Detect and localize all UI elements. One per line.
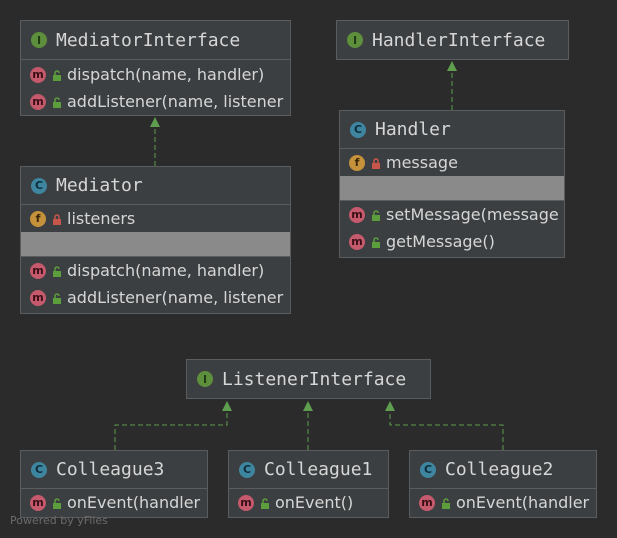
class-icon: C xyxy=(420,461,436,478)
field-name: message xyxy=(386,153,458,172)
node-header: C Colleague1 xyxy=(229,451,388,489)
node-title: Colleague1 xyxy=(264,459,373,480)
interface-icon: I xyxy=(31,32,47,48)
unlocked-icon xyxy=(372,236,380,248)
node-title: Colleague3 xyxy=(56,459,165,480)
class-icon: C xyxy=(31,177,47,194)
method-row: m addListener(name, listener xyxy=(21,88,290,115)
method-icon: m xyxy=(30,262,46,279)
method-icon: m xyxy=(30,289,46,306)
node-header: I HandlerInterface xyxy=(337,21,568,59)
locked-icon xyxy=(372,157,380,169)
class-icon: C xyxy=(350,121,366,138)
node-header: C Colleague3 xyxy=(21,451,207,489)
node-header: C Colleague2 xyxy=(410,451,596,489)
method-row: m addListener(name, listener xyxy=(21,284,290,311)
method-signature: addListener(name, listener xyxy=(67,92,284,111)
interface-icon: I xyxy=(197,371,213,387)
node-header: C Mediator xyxy=(21,167,290,205)
node-title: ListenerInterface xyxy=(222,368,407,390)
listener-interface-node[interactable]: I ListenerInterface xyxy=(186,359,431,399)
constructor-separator xyxy=(340,176,564,201)
method-signature: onEvent(handler xyxy=(67,493,201,512)
unlocked-icon xyxy=(53,292,61,304)
method-icon: m xyxy=(238,494,254,511)
method-signature: onEvent() xyxy=(275,493,354,512)
method-signature: addListener(name, listener xyxy=(67,288,284,307)
node-title: Mediator xyxy=(56,175,143,196)
method-icon: m xyxy=(349,233,365,250)
colleague2-class-node[interactable]: C Colleague2 m onEvent(handler xyxy=(409,450,597,518)
colleague1-class-node[interactable]: C Colleague1 m onEvent() xyxy=(228,450,389,518)
node-title: Handler xyxy=(375,119,451,140)
node-header: I MediatorInterface xyxy=(21,21,290,59)
method-signature: onEvent(handler xyxy=(456,493,590,512)
node-header: C Handler xyxy=(340,111,564,149)
unlocked-icon xyxy=(53,69,61,81)
handler-class-node[interactable]: C Handler f message m setMessage(message… xyxy=(339,110,565,258)
constructor-separator xyxy=(21,232,290,257)
method-icon: m xyxy=(419,494,435,511)
method-row: m dispatch(name, handler) xyxy=(21,257,290,284)
node-title: HandlerInterface xyxy=(372,29,546,51)
method-signature: dispatch(name, handler) xyxy=(67,65,265,84)
method-signature: dispatch(name, handler) xyxy=(67,261,265,280)
mediator-interface-node[interactable]: I MediatorInterface m dispatch(name, han… xyxy=(20,20,291,116)
method-row: m onEvent() xyxy=(229,489,388,516)
method-row: m setMessage(message xyxy=(340,201,564,228)
node-header: I ListenerInterface xyxy=(187,360,430,398)
method-signature: setMessage(message xyxy=(386,205,559,224)
method-icon: m xyxy=(349,206,365,223)
method-row: m onEvent(handler xyxy=(410,489,596,516)
field-icon: f xyxy=(349,154,365,171)
unlocked-icon xyxy=(53,497,61,509)
field-name: listeners xyxy=(67,209,136,228)
node-title: MediatorInterface xyxy=(56,29,241,51)
field-row: f message xyxy=(340,149,564,176)
colleague3-class-node[interactable]: C Colleague3 m onEvent(handler xyxy=(20,450,208,518)
method-row: m getMessage() xyxy=(340,228,564,255)
field-icon: f xyxy=(30,210,46,227)
abstract-method-icon: m xyxy=(30,93,46,110)
edge-colleague3-to-listener-interface xyxy=(114,401,232,450)
handler-interface-node[interactable]: I HandlerInterface xyxy=(336,20,569,60)
method-signature: getMessage() xyxy=(386,232,495,251)
mediator-class-node[interactable]: C Mediator f listeners m dispatch(name, … xyxy=(20,166,291,314)
edge-colleague2-to-listener-interface xyxy=(385,401,504,450)
method-row: m onEvent(handler xyxy=(21,489,207,516)
class-icon: C xyxy=(31,461,47,478)
unlocked-icon xyxy=(261,497,269,509)
method-row: m dispatch(name, handler) xyxy=(21,61,290,88)
class-icon: C xyxy=(239,461,255,478)
abstract-method-icon: m xyxy=(30,66,46,83)
locked-icon xyxy=(53,213,61,225)
field-row: f listeners xyxy=(21,205,290,232)
unlocked-icon xyxy=(53,96,61,108)
unlocked-icon xyxy=(442,497,450,509)
interface-icon: I xyxy=(347,32,363,48)
unlocked-icon xyxy=(53,265,61,277)
unlocked-icon xyxy=(372,209,380,221)
powered-by-footer: Powered by yFiles xyxy=(10,514,108,527)
method-icon: m xyxy=(30,494,46,511)
node-title: Colleague2 xyxy=(445,459,554,480)
